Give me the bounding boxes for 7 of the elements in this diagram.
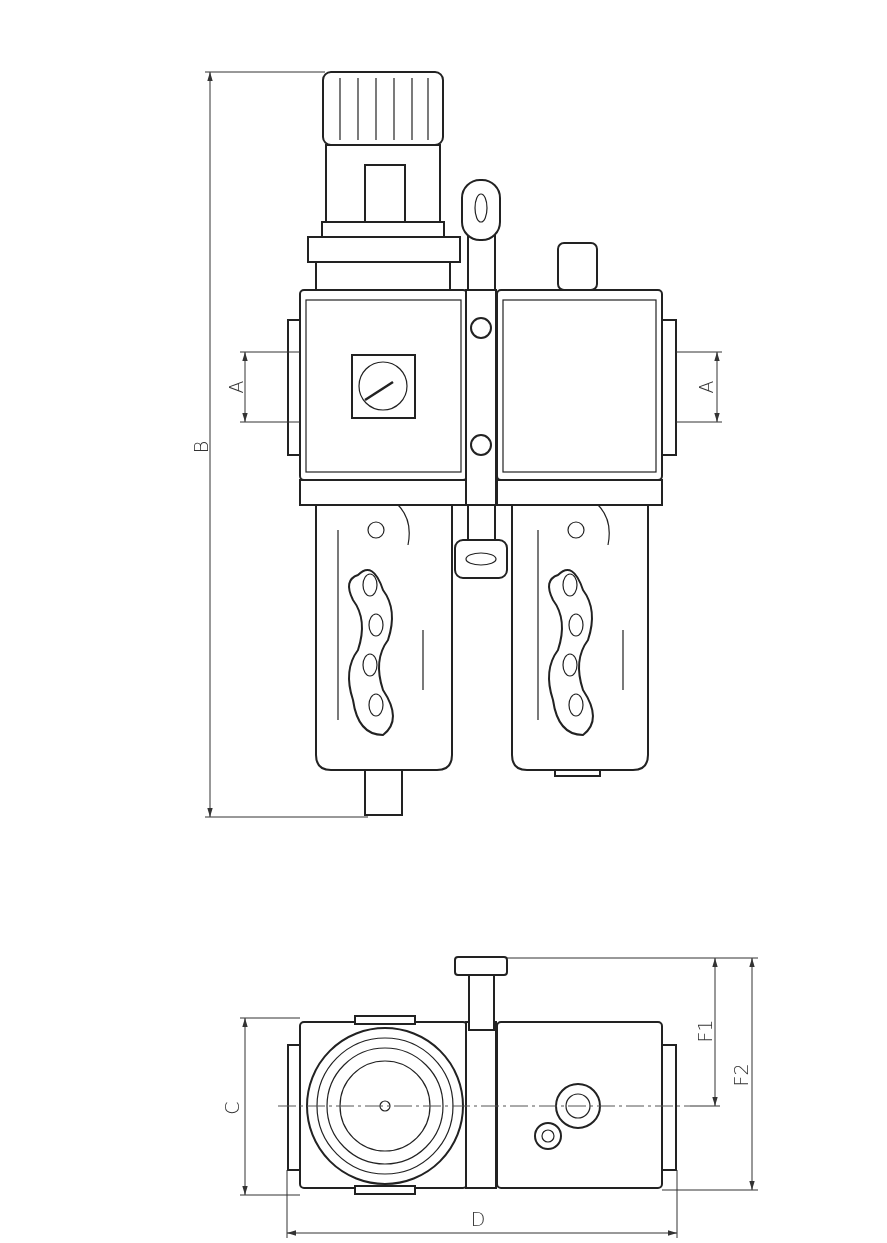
dimension-label: F2: [731, 1063, 751, 1087]
dimension-label: D: [470, 1209, 486, 1229]
dimension-label: C: [222, 1101, 242, 1115]
dimension-label: F1: [695, 1019, 715, 1043]
dimension-label: A: [696, 380, 716, 394]
dimension-label: B: [191, 440, 211, 454]
dimension-label: A: [226, 380, 246, 394]
